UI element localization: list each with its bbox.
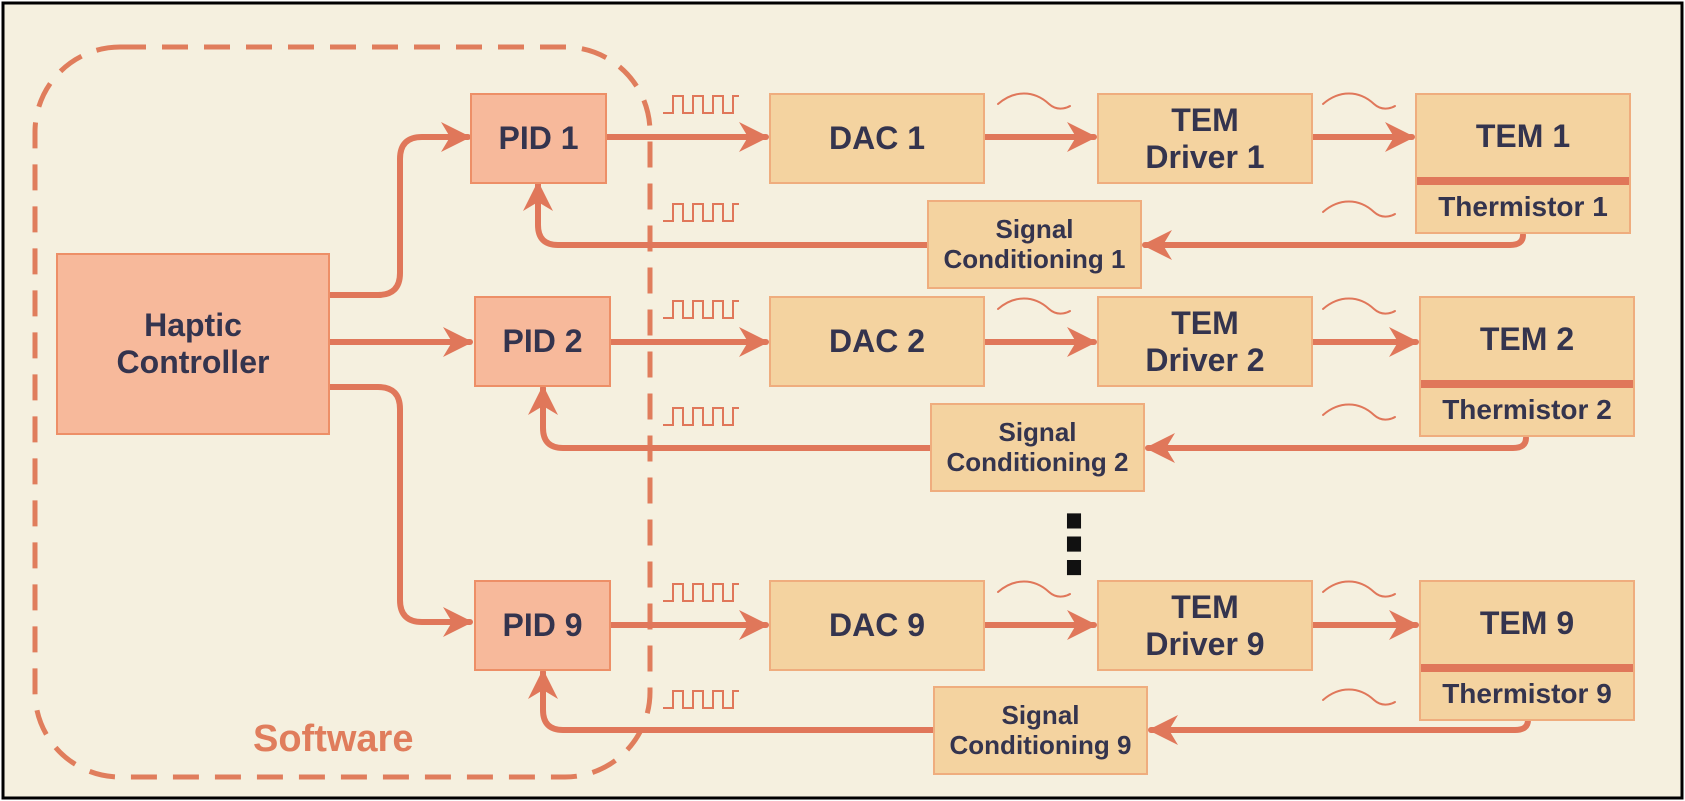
sine-wave-icon (997, 92, 1071, 110)
tem-driver9-line1: TEM (1171, 588, 1239, 625)
tem1-block: TEM 1 Thermistor 1 (1415, 93, 1631, 234)
square-wave-icon (663, 95, 739, 114)
pid2-label: PID 2 (502, 323, 583, 360)
tem-driver2-block: TEM Driver 2 (1097, 296, 1313, 387)
sine-wave-icon (1322, 92, 1396, 110)
dac2-block: DAC 2 (769, 296, 985, 387)
software-label: Software (253, 718, 414, 760)
arrow-haptic-to-pid1 (327, 122, 471, 298)
tem-driver1-line1: TEM (1171, 101, 1239, 138)
square-wave-icon (663, 203, 739, 222)
sine-wave-icon (1322, 297, 1396, 315)
pid2-block: PID 2 (474, 296, 611, 387)
tem9-block: TEM 9 Thermistor 9 (1419, 580, 1635, 721)
thermistor2-label: Thermistor 2 (1442, 394, 1612, 426)
sine-wave-icon (1322, 200, 1396, 218)
arrow-sc2-to-pid2 (528, 385, 933, 451)
pid1-label: PID 1 (498, 120, 579, 157)
sine-wave-icon (997, 297, 1071, 315)
signal-conditioning2-line2: Conditioning 2 (946, 446, 1129, 477)
tem-driver1-block: TEM Driver 1 (1097, 93, 1313, 184)
signal-conditioning2-line1: Signal (998, 416, 1077, 447)
signal-conditioning1-block: Signal Conditioning 1 (927, 200, 1142, 289)
tem-driver2-line1: TEM (1171, 304, 1239, 341)
square-wave-icon (663, 690, 739, 709)
dac1-label: DAC 1 (828, 120, 925, 157)
dac1-block: DAC 1 (769, 93, 985, 184)
signal-conditioning9-block: Signal Conditioning 9 (933, 686, 1148, 775)
tem9-label: TEM 9 (1479, 604, 1575, 641)
arrow-thermistor2-to-sc2 (1145, 433, 1529, 463)
signal-conditioning1-line2: Conditioning 1 (943, 243, 1126, 274)
software-boundary (32, 44, 653, 780)
tem2-divider (1421, 380, 1633, 388)
square-wave-icon (663, 300, 739, 319)
tem9-divider (1421, 664, 1633, 672)
pid1-block: PID 1 (470, 93, 607, 184)
pid9-block: PID 9 (474, 580, 611, 671)
haptic-controller-line2: Controller (116, 344, 270, 380)
tem1-divider (1417, 177, 1629, 185)
sine-wave-icon (997, 580, 1071, 598)
sine-wave-icon (1322, 580, 1396, 598)
square-wave-icon (663, 583, 739, 602)
dac9-block: DAC 9 (769, 580, 985, 671)
haptic-controller-line1: Haptic (144, 307, 242, 344)
thermistor1-label: Thermistor 1 (1438, 191, 1608, 223)
signal-conditioning2-block: Signal Conditioning 2 (930, 403, 1145, 492)
arrow-sc1-to-pid1 (523, 181, 930, 248)
signal-conditioning1-line1: Signal (995, 213, 1074, 244)
tem-driver9-block: TEM Driver 9 (1097, 580, 1313, 671)
arrow-thermistor9-to-sc9 (1148, 715, 1531, 745)
sine-wave-icon (1322, 403, 1396, 421)
signal-conditioning9-line2: Conditioning 9 (949, 729, 1132, 760)
dac9-label: DAC 9 (828, 607, 925, 644)
tem-driver9-line2: Driver 9 (1145, 625, 1265, 662)
square-wave-icon (663, 407, 739, 426)
tem-driver1-line2: Driver 1 (1145, 138, 1265, 175)
dac2-label: DAC 2 (828, 323, 925, 360)
thermistor9-label: Thermistor 9 (1442, 678, 1612, 710)
tem2-block: TEM 2 Thermistor 2 (1419, 296, 1635, 437)
tem-driver2-line2: Driver 2 (1145, 341, 1265, 378)
arrow-haptic-to-pid9 (327, 384, 473, 637)
pid9-label: PID 9 (502, 607, 583, 644)
arrow-sc9-to-pid9 (528, 669, 936, 733)
tem2-label: TEM 2 (1479, 320, 1575, 357)
tem1-label: TEM 1 (1475, 117, 1571, 154)
haptic-controller-block: Haptic Controller (56, 253, 330, 435)
signal-conditioning9-line1: Signal (1001, 699, 1080, 730)
arrow-thermistor1-to-sc1 (1142, 230, 1526, 260)
sine-wave-icon (1322, 688, 1396, 706)
